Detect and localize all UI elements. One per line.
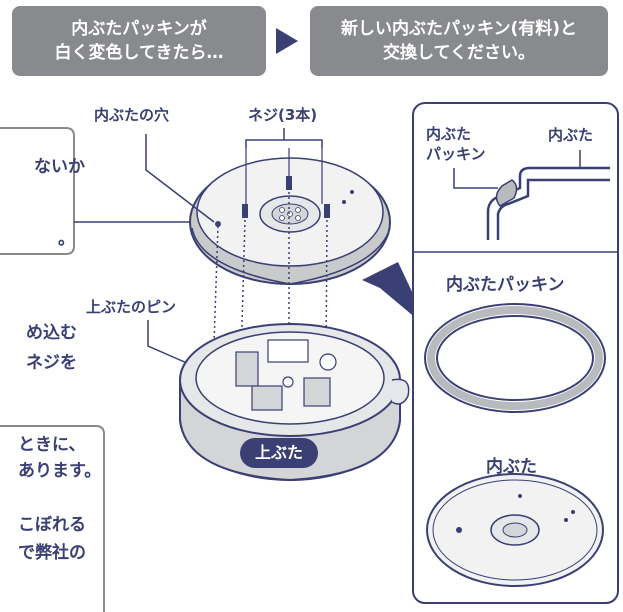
screw-icon xyxy=(242,176,330,218)
label-inner-lid-hole: 内ぶたの穴 xyxy=(94,106,170,124)
step-banner-after: 新しい内ぶたパッキン(有料)と 交換してください。 xyxy=(310,6,608,76)
panel-label-gasket-line2: パッキン xyxy=(426,145,486,163)
label-upper-lid: 上ぶた xyxy=(240,438,318,468)
cropped-text-8: で弊社の xyxy=(18,543,86,563)
upper-lid-drawing xyxy=(179,323,410,482)
panel-label-inner-lid-gasket: 内ぶた パッキン xyxy=(426,124,486,164)
panel-label-inner-lid: 内ぶた xyxy=(548,126,594,144)
cropped-text-1: ないか xyxy=(34,157,85,177)
leader-inner-lid-hole xyxy=(145,134,215,223)
banner-after-line2: 交換してください。 xyxy=(383,43,535,63)
cropped-text-3: め込む xyxy=(26,323,77,343)
right-arrow-icon xyxy=(276,28,298,54)
cropped-text-7: こぼれる xyxy=(18,515,86,535)
banner-before-line1: 内ぶたパッキンが xyxy=(71,19,207,39)
inner-lid-small-drawing xyxy=(426,473,604,587)
screws-bracket xyxy=(245,128,323,148)
panel-title-gasket: 内ぶたパッキン xyxy=(446,275,565,295)
cropped-text-4: ネジを xyxy=(26,353,77,373)
inner-lid-drawing xyxy=(189,157,391,285)
cropped-note-box-bottom xyxy=(0,425,105,612)
banner-before-line2: 白く変色してきたら… xyxy=(54,43,224,63)
cropped-text-2: 。 xyxy=(58,229,75,249)
panel-title-inner-lid: 内ぶた xyxy=(486,457,537,477)
gasket-cross-section xyxy=(453,150,610,240)
panel-label-gasket-line1: 内ぶた xyxy=(426,125,472,143)
cropped-text-6: あります。 xyxy=(18,461,102,481)
banner-after-line1: 新しい内ぶたパッキン(有料)と xyxy=(340,19,578,39)
step-banner-before: 内ぶたパッキンが 白く変色してきたら… xyxy=(12,6,266,76)
cropped-note-box-top xyxy=(0,127,75,255)
cropped-text-5: ときに、 xyxy=(18,435,86,455)
gasket-ring-drawing xyxy=(424,303,606,413)
label-upper-lid-pin: 上ぶたのピン xyxy=(86,298,177,316)
label-screws: ネジ(3本) xyxy=(248,106,318,124)
